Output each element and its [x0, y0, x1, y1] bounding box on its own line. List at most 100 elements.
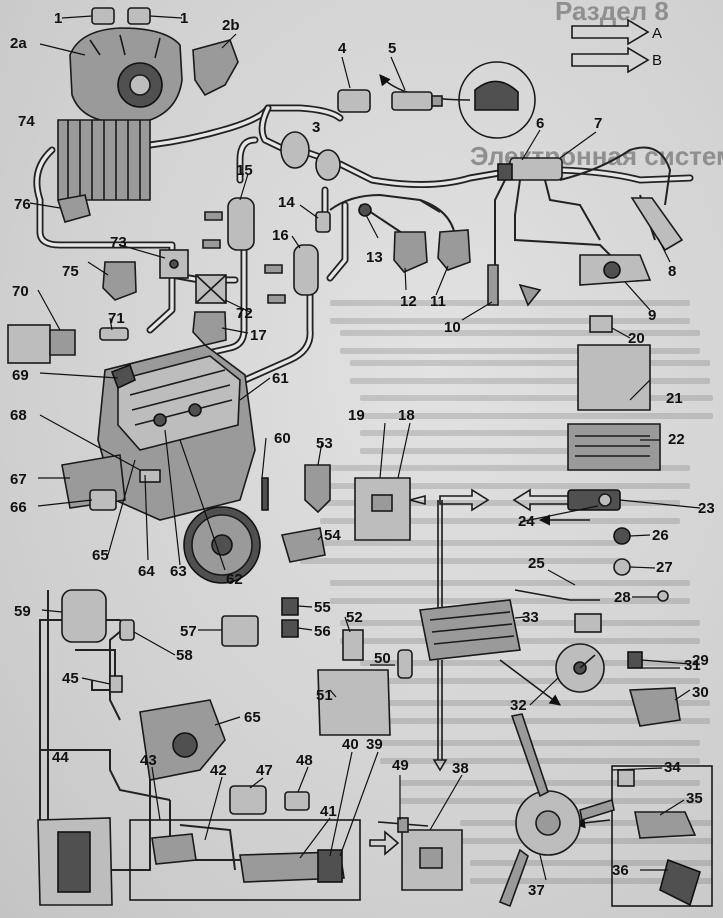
- background-text-line: [360, 678, 700, 684]
- callout-label: 13: [366, 249, 383, 266]
- callout-label: 75: [62, 263, 79, 280]
- component-47: [229, 785, 267, 815]
- component-13: [358, 203, 372, 217]
- component-60: [261, 477, 269, 511]
- component-16: [293, 244, 319, 296]
- component-15: [227, 197, 255, 251]
- component-7: [509, 157, 563, 181]
- component-1a: [91, 7, 115, 25]
- callout-label: 36: [612, 862, 629, 879]
- component-21: [577, 344, 651, 411]
- callout-label: 4: [338, 40, 347, 57]
- component-4: [337, 89, 371, 113]
- callout-label: 9: [648, 307, 656, 324]
- callout-label: 32: [510, 697, 527, 714]
- background-text-line: [300, 558, 620, 564]
- callout-label: 41: [320, 803, 337, 820]
- callout-label: 27: [656, 559, 673, 576]
- component-70: [7, 324, 51, 364]
- fuel-system-frame: [129, 819, 361, 901]
- callout-label: 2a: [10, 35, 27, 52]
- component-26: [613, 527, 631, 545]
- component-33: [419, 599, 521, 661]
- background-text-line: [380, 700, 710, 706]
- leader-lines: [29, 15, 701, 881]
- callout-label: 57: [180, 623, 197, 640]
- callout-label: 18: [398, 407, 415, 424]
- background-text-line: [320, 500, 680, 506]
- callout-label: 5: [388, 40, 396, 57]
- background-heading: Раздел 8: [555, 0, 669, 26]
- callout-label: 74: [18, 113, 35, 130]
- callout-label: 64: [138, 563, 155, 580]
- component-43: [151, 833, 197, 865]
- signal-arrows: [369, 74, 611, 856]
- background-text-line: [330, 483, 690, 489]
- callout-label: 58: [176, 647, 193, 664]
- component-75: [102, 261, 137, 301]
- background-text-line: [380, 740, 700, 746]
- component-66: [89, 489, 117, 511]
- component-6: [497, 163, 513, 181]
- component-45: [109, 675, 123, 693]
- callout-label: 68: [10, 407, 27, 424]
- callout-label: 1: [54, 10, 62, 27]
- callout-label: 52: [346, 609, 363, 626]
- callout-label: 39: [366, 736, 383, 753]
- callout-label: 73: [110, 234, 127, 251]
- component-61: [117, 355, 241, 451]
- callout-label: 69: [12, 367, 29, 384]
- component-76: [56, 194, 91, 223]
- callout-label: 34: [664, 759, 681, 776]
- component-48: [284, 791, 310, 811]
- component-22: [567, 423, 661, 471]
- callout-label: 2b: [222, 17, 240, 34]
- component-55: [281, 597, 299, 616]
- hose-network: [33, 104, 694, 384]
- callout-label: 51: [316, 687, 333, 704]
- background-text-line: [360, 448, 660, 454]
- background-text-line: [460, 838, 713, 844]
- callout-label: 47: [256, 762, 273, 779]
- callout-label: 8: [668, 263, 676, 280]
- callout-label: 37: [528, 882, 545, 899]
- component-52: [342, 629, 364, 661]
- component-35: [634, 811, 697, 839]
- callout-label: 24: [518, 513, 535, 530]
- callout-label: 42: [210, 762, 227, 779]
- callout-labels: 1 1 2a 2b 3 4 5 6 7 8 9 10 11 12 13 14 1…: [10, 10, 715, 899]
- callout-label: 20: [628, 330, 645, 347]
- callout-label: 53: [316, 435, 333, 452]
- callout-label: 71: [108, 310, 125, 327]
- callout-label: 40: [342, 736, 359, 753]
- legend-key-b: B: [652, 52, 662, 69]
- callout-label: 62: [226, 571, 243, 588]
- callout-label: 6: [536, 115, 544, 132]
- callout-label: 49: [392, 757, 409, 774]
- callout-label: 45: [62, 670, 79, 687]
- callout-label: 23: [698, 500, 715, 517]
- component-59: [61, 589, 107, 643]
- component-34: [611, 765, 713, 907]
- callout-label: 17: [250, 327, 267, 344]
- background-text-line: [330, 465, 690, 471]
- component-27: [613, 558, 631, 576]
- callout-label: 26: [652, 527, 669, 544]
- component-8: [630, 197, 684, 252]
- component-11: [437, 229, 471, 271]
- components: [7, 7, 713, 908]
- background-text-line: [400, 780, 700, 786]
- callout-label: 30: [692, 684, 709, 701]
- component-36: [659, 858, 701, 907]
- callout-label: 10: [444, 319, 461, 336]
- background-text-line: [360, 413, 713, 419]
- background-text-line: [350, 360, 710, 366]
- callout-label: 67: [10, 471, 27, 488]
- component-5: [391, 91, 433, 111]
- callout-label: 59: [14, 603, 31, 620]
- callout-label: 3: [312, 119, 320, 136]
- callout-label: 63: [170, 563, 187, 580]
- callout-label: 11: [430, 293, 446, 310]
